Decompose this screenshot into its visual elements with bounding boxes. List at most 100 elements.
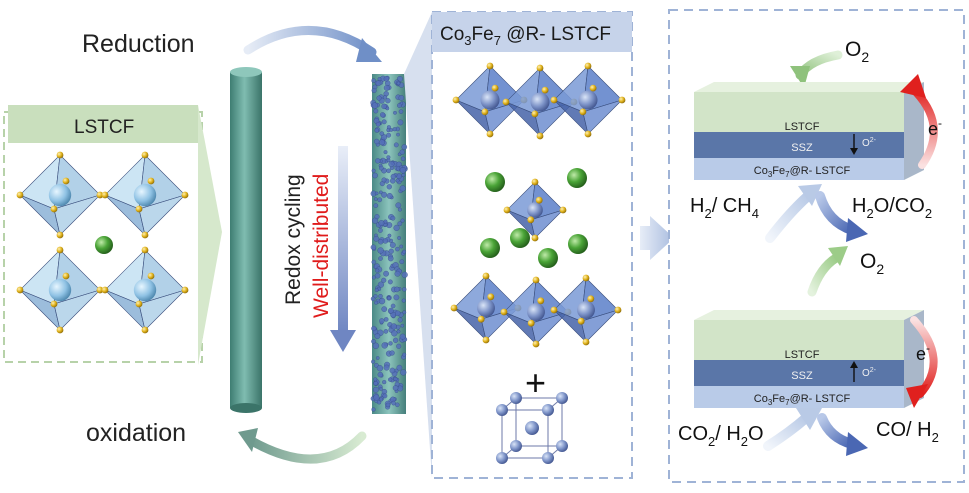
nanoparticle	[375, 356, 380, 360]
nanoparticle	[383, 76, 390, 82]
nanoparticle	[371, 407, 376, 412]
oxygen-atom	[56, 231, 64, 239]
nanoparticle	[371, 325, 377, 332]
nanoparticle	[402, 249, 407, 254]
nanoparticle	[370, 296, 376, 302]
nanoparticle	[380, 134, 387, 141]
nanoparticle	[393, 142, 399, 148]
lstcf-crystal-structure	[16, 151, 189, 334]
oxygen-atom	[482, 272, 490, 280]
composite-panel-header	[432, 12, 632, 52]
b-site-cation	[477, 299, 495, 317]
octahedron-face	[53, 289, 101, 331]
nanoparticle	[396, 343, 402, 349]
nanoparticle	[383, 84, 390, 91]
composite-panel-title: Co3Fe7 @R- LSTCF	[440, 24, 611, 48]
oxidation-arc-arrow	[245, 431, 367, 464]
fuel-in-arrowhead	[798, 184, 822, 206]
nanoparticle	[388, 161, 395, 168]
nanoparticle	[390, 323, 397, 330]
a-site-cation	[480, 238, 500, 258]
oxygen-atom	[101, 286, 109, 294]
cell-bottom-ssz-text: SSZ	[791, 370, 813, 382]
nanoparticle	[381, 277, 387, 283]
oxygen-atom	[141, 231, 149, 239]
oxygen-atom	[56, 151, 64, 159]
a-site-cation	[538, 248, 558, 268]
nanoparticle	[399, 259, 405, 265]
cell-bottom: LSTCF SSZ Co3Fe7@R- LSTCF O2- e- CO2/ H2…	[678, 310, 939, 456]
b-site-cation	[133, 278, 157, 302]
nanoparticle	[374, 214, 380, 220]
nanoparticle	[394, 270, 401, 277]
nanoparticle	[392, 127, 397, 132]
nanoparticle	[393, 110, 397, 115]
oxygen-atom	[536, 132, 544, 140]
nanoparticle	[386, 155, 391, 160]
lstcf-panel-header	[8, 105, 198, 143]
nanoparticle	[383, 364, 390, 371]
nanoparticle	[389, 350, 395, 356]
cell-top-ion-label: O2-	[862, 137, 877, 149]
alloy-atom	[542, 404, 554, 416]
nanoparticle	[377, 281, 384, 288]
nanoparticle	[401, 271, 408, 278]
nanoparticle	[374, 191, 379, 196]
nanoparticle	[385, 402, 391, 408]
decorated-rod	[370, 74, 408, 414]
o2-out-arrow	[807, 253, 841, 297]
oxygen-atom	[531, 234, 539, 242]
oxygen-atom	[577, 317, 585, 325]
oxygen-atom	[536, 64, 544, 72]
cell-top-side-face	[904, 82, 924, 180]
nanoparticle	[381, 342, 388, 349]
oxygen-atom	[503, 206, 511, 214]
oxygen-atom	[500, 308, 508, 316]
reduction-label: Reduction	[82, 30, 195, 58]
nanoparticle	[378, 294, 383, 299]
nanoparticle	[400, 218, 405, 223]
b-site-cation	[527, 303, 545, 321]
oxygen-atom	[584, 62, 592, 70]
nanoparticle	[370, 244, 377, 251]
nanoparticle	[387, 279, 393, 285]
nanoparticle	[397, 317, 403, 323]
cell-bottom-ssz-layer	[694, 360, 904, 386]
nanoparticle	[399, 167, 407, 174]
nanoparticle	[378, 256, 383, 261]
lstcf-panel-label: LSTCF	[74, 117, 134, 138]
cell-top-lstcf-layer	[694, 92, 904, 132]
nanoparticle	[374, 333, 381, 339]
cell-bottom-electron-label: e-	[916, 341, 930, 364]
nanoparticle	[383, 317, 389, 322]
nanoparticle	[398, 109, 404, 114]
nanoparticle	[371, 339, 376, 344]
nanoparticle	[401, 298, 406, 303]
nanoparticle	[379, 139, 385, 146]
nanoparticle	[387, 255, 394, 262]
nanoparticle	[382, 393, 388, 399]
nanoparticle	[395, 246, 400, 252]
pristine-rod-bottom	[230, 403, 262, 413]
b-site-cation	[577, 301, 595, 319]
nanoparticle	[393, 337, 399, 343]
octahedron-face	[138, 194, 186, 236]
nanoparticle	[386, 168, 391, 174]
nanoparticle	[381, 103, 387, 110]
oxygen-atom	[535, 196, 543, 204]
oxygen-atom	[527, 216, 535, 224]
nanoparticle	[388, 341, 393, 346]
nanoparticle	[375, 268, 380, 273]
nanoparticle	[393, 294, 400, 301]
fuel-label: H2/ CH4	[690, 195, 759, 221]
bcc-alloy-unit-cell	[496, 392, 568, 464]
a-site-cation	[568, 234, 588, 254]
nanoparticle	[386, 193, 393, 199]
nanoparticle	[377, 371, 383, 378]
alloy-atom	[496, 452, 508, 464]
nanoparticle	[388, 248, 394, 254]
nanoparticle	[372, 172, 378, 179]
oxygen-atom	[50, 300, 58, 308]
cell-top-electron-arrowhead	[900, 74, 926, 98]
